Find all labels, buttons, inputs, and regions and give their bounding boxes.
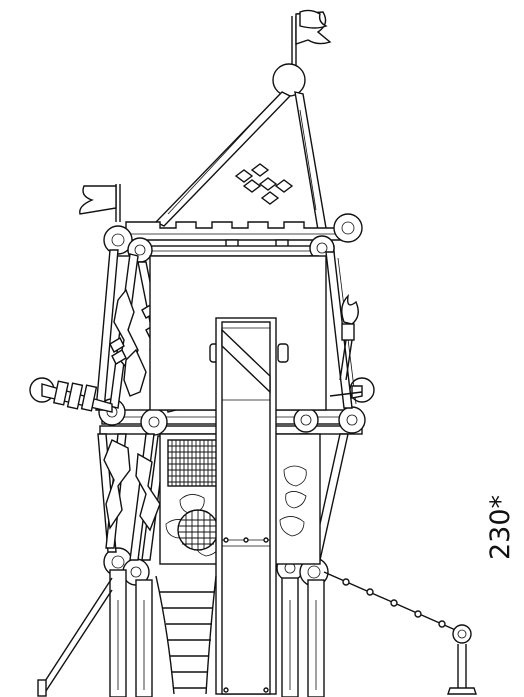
ground-posts xyxy=(109,569,325,697)
right-outrigger xyxy=(329,385,363,399)
climbing-holds xyxy=(234,163,294,205)
height-dimension-label: 230* xyxy=(485,494,516,560)
mesh-panel xyxy=(167,439,221,487)
top-finial-ball xyxy=(272,63,306,97)
right-torch xyxy=(339,294,359,381)
rope-ladder xyxy=(155,575,217,695)
top-flag xyxy=(291,9,332,68)
left-ramp xyxy=(37,577,113,697)
right-rope-anchor xyxy=(323,571,477,695)
slide xyxy=(215,317,277,695)
lower-joint-balls xyxy=(103,547,329,587)
round-window xyxy=(177,509,219,551)
left-flag xyxy=(79,184,121,222)
roof-frame xyxy=(154,91,327,231)
left-outrigger xyxy=(41,380,113,413)
